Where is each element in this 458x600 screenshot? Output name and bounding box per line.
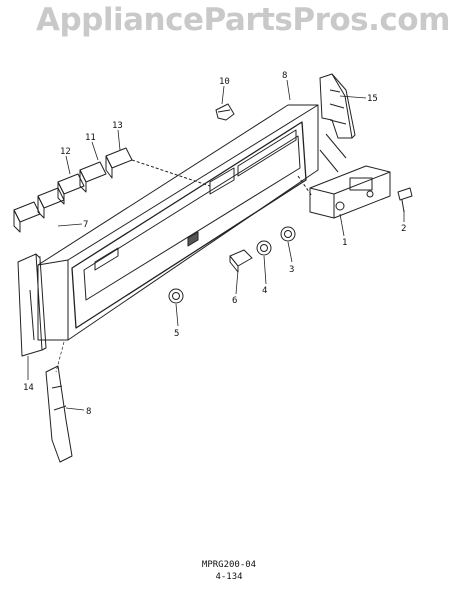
callout-6: 6 bbox=[232, 296, 237, 306]
callout-12: 12 bbox=[60, 147, 71, 157]
alignment-lines bbox=[39, 256, 65, 373]
callout-8-bottom: 8 bbox=[86, 407, 91, 417]
callout-5: 5 bbox=[174, 329, 179, 339]
callout-3: 3 bbox=[289, 265, 294, 275]
callout-8-top: 8 bbox=[282, 71, 287, 81]
watermark: AppliancePartsPros.com bbox=[36, 2, 450, 38]
callout-13: 13 bbox=[112, 121, 123, 131]
left-end-trim bbox=[17, 253, 47, 357]
callout-1: 1 bbox=[342, 238, 347, 248]
switch-bracket bbox=[297, 165, 391, 219]
callout-10: 10 bbox=[219, 77, 230, 87]
diagram-code: MPRG200-04 bbox=[201, 560, 257, 570]
callout-labels: 10 8 15 11 13 12 7 1 2 3 4 6 5 14 8 bbox=[23, 71, 406, 417]
control-panel bbox=[37, 104, 319, 341]
knobs bbox=[168, 226, 296, 304]
push-button bbox=[229, 249, 253, 273]
switch-group bbox=[13, 147, 211, 233]
page-number: 4-134 bbox=[215, 572, 243, 582]
leader-lines bbox=[27, 79, 405, 411]
callout-7: 7 bbox=[83, 220, 88, 230]
callout-4: 4 bbox=[262, 286, 267, 296]
screw bbox=[397, 187, 413, 213]
callout-15: 15 bbox=[367, 94, 378, 104]
callout-2: 2 bbox=[401, 224, 406, 234]
callout-14: 14 bbox=[23, 383, 34, 393]
lower-bracket bbox=[45, 365, 73, 463]
right-end-cap bbox=[319, 73, 356, 173]
clip bbox=[215, 103, 235, 121]
callout-11: 11 bbox=[85, 133, 96, 143]
